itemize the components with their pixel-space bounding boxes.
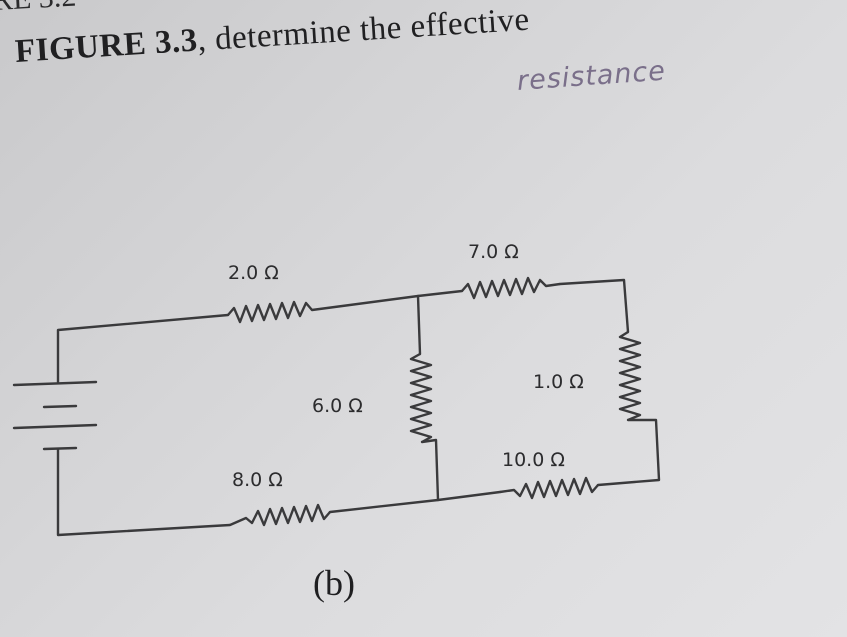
wire-top-right xyxy=(558,278,630,334)
figure-sublabel: (b) xyxy=(313,563,355,603)
resistor-1ohm: 1.0 Ω xyxy=(533,330,642,422)
wire-top-middle xyxy=(310,289,464,312)
resistor-label: 10.0 Ω xyxy=(502,449,565,471)
resistor-label: 1.0 Ω xyxy=(533,371,584,393)
battery-icon xyxy=(12,380,98,451)
resistor-10ohm: 10.0 Ω xyxy=(499,449,599,500)
wire-middle-vertical-bottom xyxy=(420,438,440,502)
wire-bottom-middle xyxy=(328,490,502,514)
resistor-8ohm: 8.0 Ω xyxy=(229,469,331,527)
resistor-label: 8.0 Ω xyxy=(232,469,283,491)
resistor-6ohm: 6.0 Ω xyxy=(312,352,433,444)
resistor-2ohm: 2.0 Ω xyxy=(227,262,313,324)
resistor-label: 7.0 Ω xyxy=(468,241,519,263)
resistor-7ohm: 7.0 Ω xyxy=(461,241,561,300)
resistor-label: 2.0 Ω xyxy=(228,262,279,284)
wire-left xyxy=(56,313,232,537)
resistor-label: 6.0 Ω xyxy=(312,395,363,417)
wire-right-bottom xyxy=(596,418,661,487)
wire-middle-vertical-top xyxy=(416,294,422,356)
